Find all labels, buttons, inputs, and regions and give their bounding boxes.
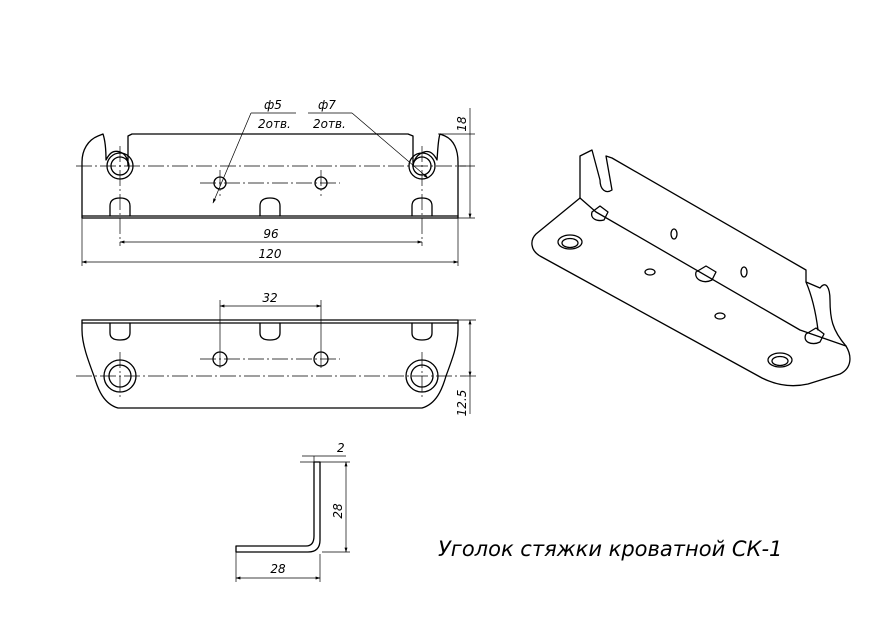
- iso-rib-3: [804, 327, 825, 345]
- front-notch-left: [109, 322, 131, 341]
- section-thickness-label: 2: [337, 441, 345, 455]
- iso-hole-wall-1: [670, 228, 678, 240]
- iso-hole-small-base-2: [714, 312, 726, 320]
- iso-rib-1: [590, 205, 609, 222]
- angle-profile: [235, 461, 321, 553]
- hole2-diameter-label: ф7: [318, 98, 336, 112]
- front-notch-middle: [259, 322, 281, 341]
- iso-wall-right-edge: [805, 281, 819, 331]
- iso-hole-wall-2: [740, 266, 748, 278]
- section-width-label: 28: [270, 562, 286, 576]
- dim-hole-spacing-label: 96: [263, 227, 279, 241]
- top-view: ф5 2отв. ф7 2отв. 18 96 120: [76, 98, 475, 266]
- top-view-outline: [81, 133, 459, 219]
- drawing-title: Уголок стяжки кроватной СК-1: [438, 537, 782, 561]
- isometric-view: [531, 149, 851, 387]
- hole1-diameter-label: ф5: [264, 98, 282, 112]
- front-view-outline: [81, 319, 459, 409]
- leader-d5: [212, 112, 252, 204]
- hole1-count-label: 2отв.: [258, 117, 291, 131]
- dim-front-height-label: 12.5: [455, 390, 469, 417]
- hole2-count-label: 2отв.: [313, 117, 346, 131]
- leader-d7: [351, 112, 429, 179]
- dim-center-spacing-label: 32: [262, 291, 277, 305]
- section-height-label: 28: [331, 503, 345, 519]
- dim-length-label: 120: [259, 247, 282, 261]
- notch-middle: [259, 197, 281, 217]
- dim-height-label: 18: [455, 116, 469, 132]
- section-view: 28 28 2: [235, 441, 350, 582]
- iso-vertical-wall: [579, 149, 847, 347]
- iso-base-plate: [531, 197, 851, 387]
- iso-rib-2: [695, 265, 717, 283]
- iso-hole-big-right-inner: [771, 355, 789, 367]
- front-notch-right: [411, 322, 433, 341]
- iso-hole-small-base-1: [644, 268, 656, 276]
- iso-hole-big-left-inner: [561, 237, 579, 249]
- iso-hole-big-left: [557, 234, 583, 250]
- front-view: 32 12.5: [76, 291, 476, 416]
- iso-hole-big-right: [767, 352, 793, 368]
